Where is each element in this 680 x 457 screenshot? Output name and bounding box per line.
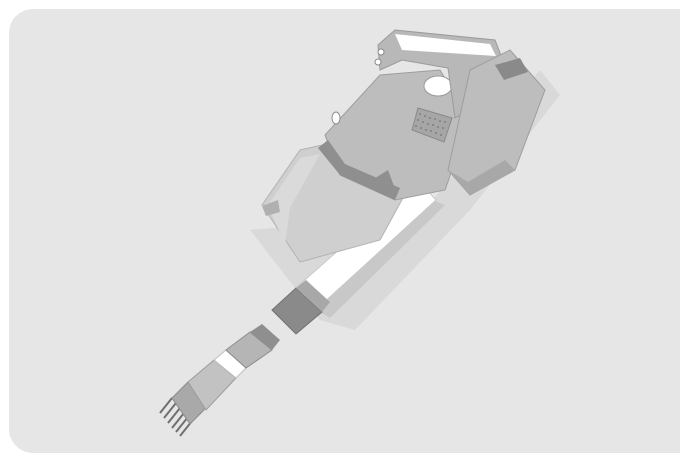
side-button	[332, 112, 340, 124]
mode-button-icon	[375, 59, 381, 65]
crevice-brush-attachment	[160, 324, 280, 436]
power-button-icon	[378, 49, 384, 55]
motor-cap	[424, 76, 452, 96]
